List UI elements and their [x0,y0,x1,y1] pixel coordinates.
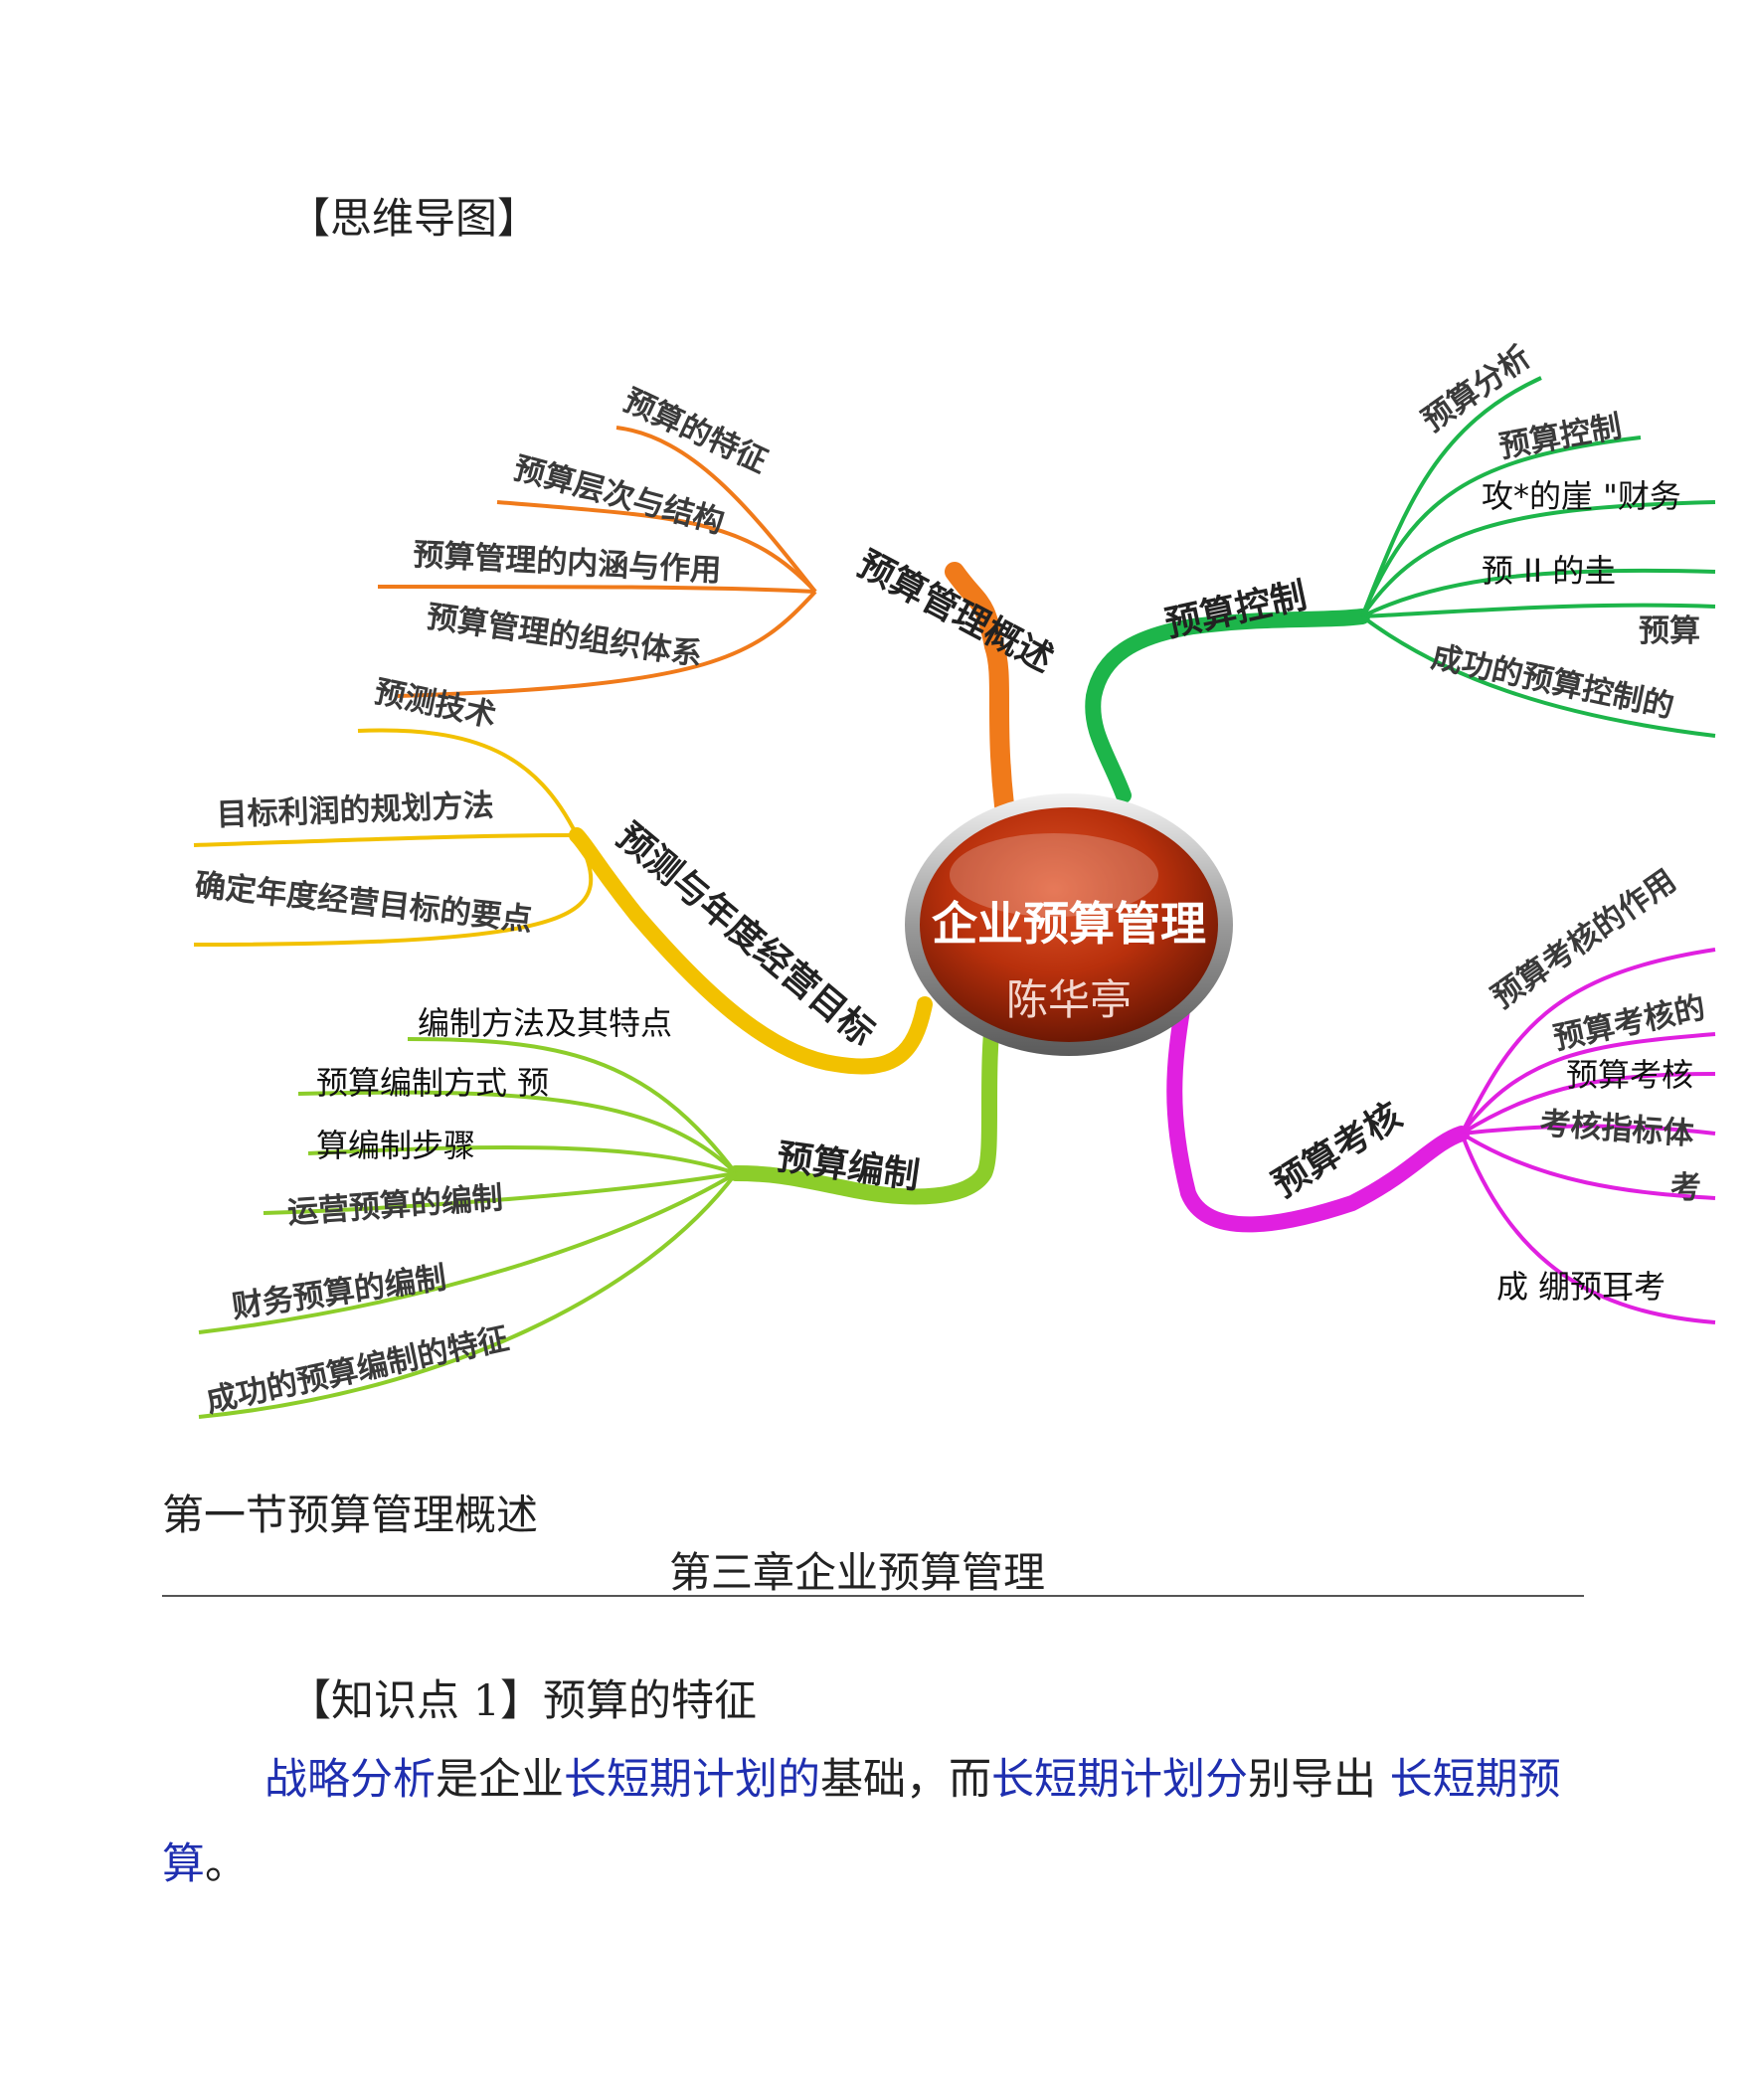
center-node: 企业预算管理 陈华亭 [905,793,1233,1056]
text-plan1: 长短期计划的 [564,1755,820,1805]
text-t3: 别导出 [1248,1755,1390,1805]
compile-item-6: 成功的预算编制的特征 [203,1320,512,1420]
control-item-2: 预算控制 [1496,409,1624,465]
branch-trunk-overview [945,562,1014,815]
compile-item-4: 运营预算的编制 [286,1180,504,1231]
compile-item-3: 算编制步骤 [316,1127,475,1164]
knowledge-point-title: 【知识点 1】预算的特征 [288,1676,758,1726]
text-t2: 基础，而 [820,1755,991,1805]
control-item-4: 预 II 的圭 [1482,552,1616,590]
text-end: 。 [205,1839,248,1889]
review-item-4: 考核指标体 [1538,1106,1694,1152]
overview-item-3: 预算管理的内涵与作用 [413,537,722,589]
compile-item-1: 编制方法及其特点 [418,1004,672,1042]
overview-item-4: 预算管理的组织体系 [425,599,704,672]
page-heading: 【思维导图】 [288,194,540,243]
review-item-5: 考 [1670,1170,1701,1206]
center-author: 陈华亭 [1006,975,1132,1024]
chapter-title: 第三章企业预算管理 [669,1548,1046,1597]
forecast-item-2: 目标利润的规划方法 [216,788,494,833]
control-item-6: 成功的预算控制的 [1428,639,1676,726]
text-budget: 长短期预算 [162,1755,1561,1889]
compile-item-2: 预算编制方式 预 [316,1064,549,1102]
section-title: 第一节预算管理概述 [162,1490,539,1539]
forecast-item-1: 预测技术 [371,674,499,735]
review-item-3: 预算考核 [1566,1056,1693,1094]
review-item-6: 成 绷预耳考 [1496,1268,1665,1306]
text-t1: 是企业 [436,1755,564,1805]
paragraph-budget-features: 战略分析是企业长短期计划的基础，而长短期计划分别导出 长短期预算。 [162,1738,1584,1907]
header-rule [162,1595,1584,1597]
branch-title-control: 预算控制 [1161,576,1310,645]
control-item-3: 攻*的崖 "财务 [1482,477,1681,515]
forecast-item-3: 确定年度经营目标的要点 [193,867,534,938]
text-plan2: 长短期计划分 [991,1755,1248,1805]
branch-trunk-review [1166,996,1470,1233]
compile-item-5: 财务预算的编制 [230,1260,448,1325]
control-item-5: 预算 [1639,613,1700,649]
center-title: 企业预算管理 [932,897,1206,951]
text-strategy: 战略分析 [264,1755,436,1805]
mind-map: 企业预算管理 陈华亭 预算管理概述 预测与年度经营目标 预算编制 预算控制 预算… [193,339,1716,1420]
review-item-2: 预算考核的 [1550,989,1708,1056]
review-item-1: 预算考核的作用 [1486,863,1682,1016]
branch-trunk-control [1085,609,1370,803]
branch-trunk-forecast [569,827,933,1075]
branch-trunk-compile [728,996,1002,1205]
